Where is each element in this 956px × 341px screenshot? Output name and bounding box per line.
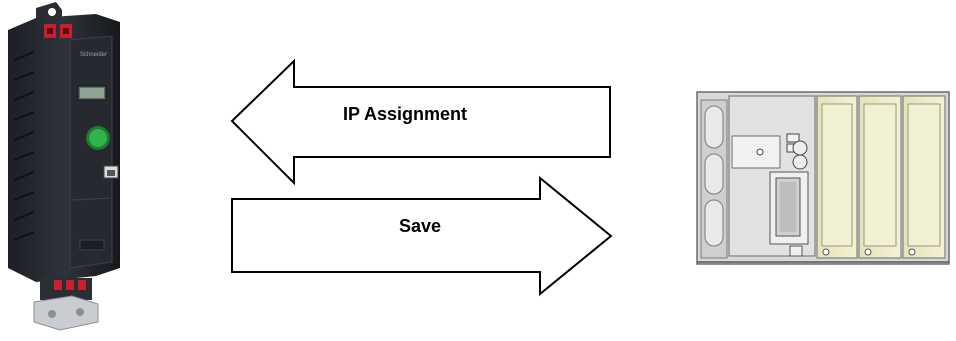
plc-rack-icon [696, 91, 950, 265]
save-arrow [231, 175, 613, 297]
save-label: Save [399, 216, 442, 236]
ip-assignment-arrow [230, 58, 611, 186]
svg-text:Schneider: Schneider [80, 52, 107, 58]
ip-assignment-label: IP Assignment [343, 104, 468, 124]
variable-speed-drive-icon: Schneider [8, 2, 120, 331]
